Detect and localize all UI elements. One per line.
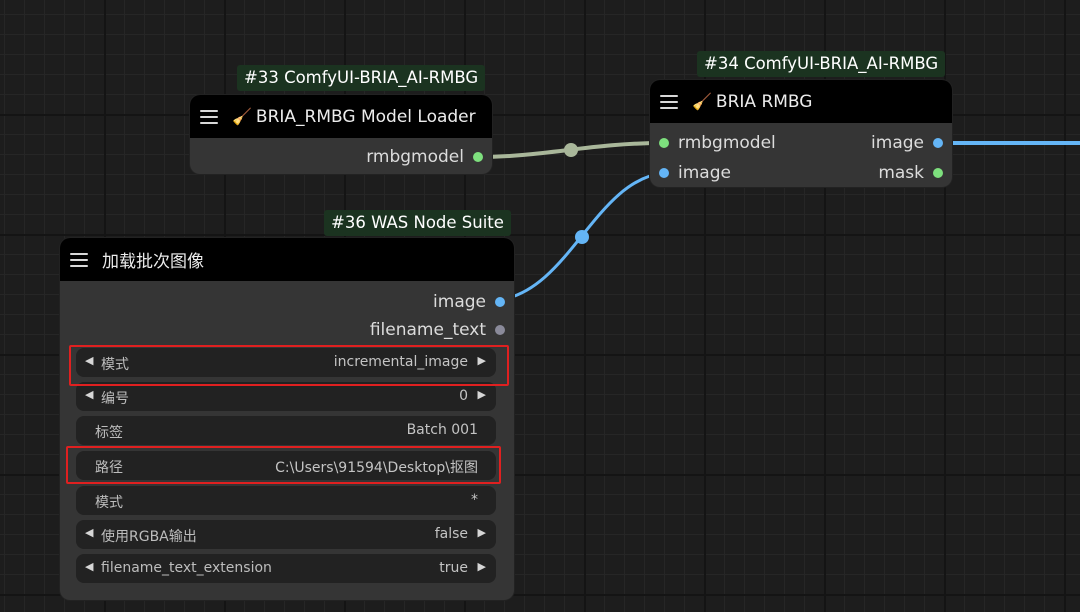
increment-arrow-icon[interactable]: ▶ bbox=[477, 560, 486, 573]
widget-value: true bbox=[439, 560, 468, 576]
image-link-midpoint[interactable] bbox=[575, 230, 589, 244]
node-36-badge: #36 WAS Node Suite bbox=[324, 210, 511, 236]
broom-icon: 🧹 bbox=[692, 92, 712, 111]
model-loader-header[interactable]: 🧹 BRIA_RMBG Model Loader bbox=[190, 95, 492, 138]
rmbgmodel-link-midpoint[interactable] bbox=[564, 143, 578, 157]
output-label-filename-text: filename_text bbox=[369, 320, 486, 340]
filename-extension-toggle[interactable]: ◀ filename_text_extension true ▶ bbox=[76, 554, 496, 583]
label-text-field[interactable]: 标签 Batch 001 bbox=[76, 416, 496, 445]
output-port-rmbgmodel[interactable] bbox=[473, 152, 483, 162]
output-label-image: image bbox=[433, 292, 486, 312]
widget-value: false bbox=[434, 526, 468, 542]
output-label-mask: mask bbox=[878, 163, 924, 183]
model-loader-node[interactable]: 🧹 BRIA_RMBG Model Loader rmbgmodel bbox=[190, 95, 492, 174]
widget-label: 标签 bbox=[95, 425, 123, 441]
menu-icon[interactable] bbox=[660, 94, 680, 109]
node-33-badge: #33 ComfyUI-BRIA_AI-RMBG bbox=[237, 65, 486, 91]
broom-icon: 🧹 bbox=[232, 107, 252, 126]
batch-image-loader-node[interactable]: 加载批次图像 image filename_text ◀ 模式 incremen… bbox=[60, 238, 514, 600]
menu-icon[interactable] bbox=[70, 252, 90, 267]
index-number-widget[interactable]: ◀ 编号 0 ▶ bbox=[76, 382, 496, 411]
input-label-rmbgmodel: rmbgmodel bbox=[678, 133, 776, 153]
output-port-mask[interactable] bbox=[933, 168, 943, 178]
output-label-image: image bbox=[871, 133, 924, 153]
input-port-rmbgmodel[interactable] bbox=[659, 138, 669, 148]
path-text-field[interactable]: 路径 C:\Users\91594\Desktop\抠图 bbox=[76, 451, 496, 480]
decrement-arrow-icon[interactable]: ◀ bbox=[85, 354, 94, 367]
widget-value: 0 bbox=[459, 388, 468, 404]
widget-value: C:\Users\91594\Desktop\抠图 bbox=[275, 460, 478, 476]
output-port-filename-text[interactable] bbox=[495, 325, 505, 335]
decrement-arrow-icon[interactable]: ◀ bbox=[85, 526, 94, 539]
widget-label: 使用RGBA输出 bbox=[101, 529, 197, 545]
widget-value: * bbox=[471, 492, 478, 508]
widget-label: filename_text_extension bbox=[101, 560, 272, 576]
widget-value: Batch 001 bbox=[406, 422, 478, 438]
batch-loader-header[interactable]: 加载批次图像 bbox=[60, 238, 514, 281]
node-title: BRIA RMBG bbox=[715, 91, 813, 112]
widget-label: 模式 bbox=[101, 357, 129, 373]
rmbg-header[interactable]: 🧹 BRIA RMBG bbox=[650, 80, 952, 123]
widget-label: 模式 bbox=[95, 495, 123, 511]
increment-arrow-icon[interactable]: ▶ bbox=[477, 354, 486, 367]
output-label-rmbgmodel: rmbgmodel bbox=[366, 147, 464, 167]
node-34-badge: #34 ComfyUI-BRIA_AI-RMBG bbox=[697, 51, 946, 77]
menu-icon[interactable] bbox=[200, 109, 220, 124]
input-label-image: image bbox=[678, 163, 731, 183]
increment-arrow-icon[interactable]: ▶ bbox=[477, 388, 486, 401]
pattern-text-field[interactable]: 模式 * bbox=[76, 486, 496, 515]
decrement-arrow-icon[interactable]: ◀ bbox=[85, 388, 94, 401]
rmbg-node[interactable]: 🧹 BRIA RMBG rmbgmodel image image mask bbox=[650, 80, 952, 187]
rgba-output-toggle[interactable]: ◀ 使用RGBA输出 false ▶ bbox=[76, 520, 496, 549]
output-port-image[interactable] bbox=[933, 138, 943, 148]
node-title: 加载批次图像 bbox=[102, 252, 204, 272]
widget-label: 编号 bbox=[101, 391, 129, 407]
decrement-arrow-icon[interactable]: ◀ bbox=[85, 560, 94, 573]
widget-value: incremental_image bbox=[333, 354, 468, 370]
node-title: BRIA_RMBG Model Loader bbox=[255, 106, 476, 127]
input-port-image[interactable] bbox=[659, 168, 669, 178]
increment-arrow-icon[interactable]: ▶ bbox=[477, 526, 486, 539]
widget-label: 路径 bbox=[95, 460, 123, 476]
mode-combo[interactable]: ◀ 模式 incremental_image ▶ bbox=[76, 348, 496, 377]
output-port-image[interactable] bbox=[495, 297, 505, 307]
